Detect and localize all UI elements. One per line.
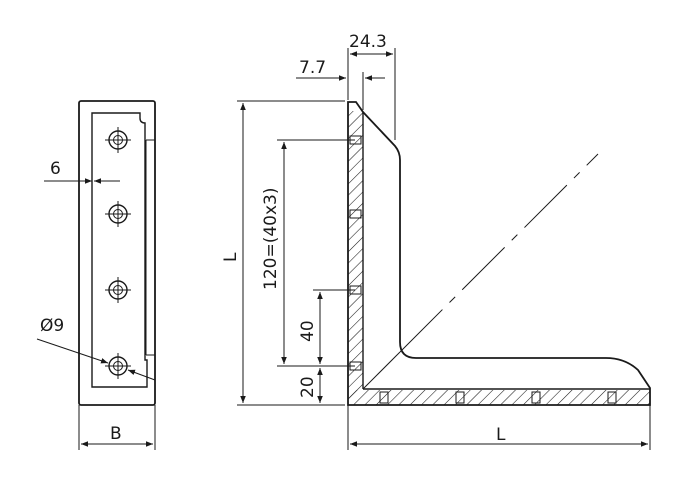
dim-120-label: 120=(40x3): [261, 188, 281, 290]
dim-l-height-label: L: [221, 252, 241, 262]
dim-40-label: 40: [298, 320, 318, 342]
hole-1: [105, 127, 131, 153]
inner-fillet: [362, 351, 401, 390]
horizontal-slots: [379, 391, 617, 404]
dim-6-label: 6: [50, 159, 61, 179]
vertical-leg-section: [348, 111, 363, 389]
dim-diameter-leader: [36, 338, 109, 364]
front-view-outline: [78, 100, 156, 406]
dim-77-label: 7.7: [299, 58, 326, 78]
dim-diameter-leader-2: [127, 369, 156, 381]
dim-b-label: B: [110, 424, 122, 444]
horizontal-leg-section: [348, 390, 650, 405]
hole-3: [105, 277, 131, 303]
dim-diameter-label: Ø9: [40, 316, 64, 336]
front-view-pocket: [91, 112, 148, 388]
corner-section: [348, 389, 363, 404]
dim-20-label: 20: [298, 376, 318, 398]
dim-243-label: 24.3: [349, 32, 387, 52]
front-view: 6 Ø9 B: [36, 100, 156, 450]
front-view-recess: [145, 139, 155, 356]
dim-l-bottom-label: L: [496, 425, 506, 445]
hole-4: [105, 353, 131, 379]
bracket-outline: [347, 101, 651, 406]
side-view: L 120=(40x3) 40 20 7.7 24.3 L: [221, 32, 651, 450]
hole-2: [105, 201, 131, 227]
diagonal-center-line: [399, 153, 599, 353]
